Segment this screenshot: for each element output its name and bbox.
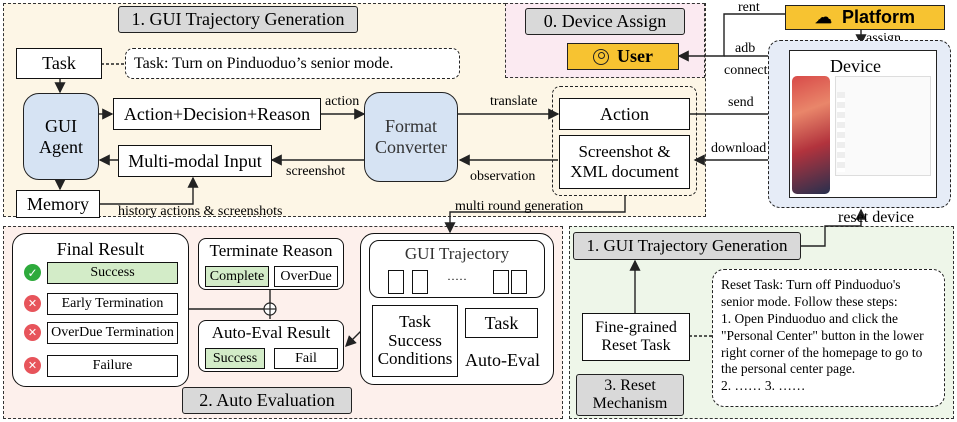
fine-grained-reset-box: Fine-grained Reset Task bbox=[582, 313, 690, 361]
reset-mechanism-title: 3. Reset Mechanism bbox=[576, 374, 684, 416]
task-text-box: Task: Turn on Pinduoduo’s senior mode. bbox=[125, 48, 460, 79]
trajectory-ellipsis: ····· bbox=[447, 272, 467, 286]
history-label: history actions & screenshots bbox=[118, 204, 283, 219]
gui-agent-node: GUI Agent bbox=[23, 93, 99, 180]
download-label: download bbox=[711, 141, 767, 156]
platform-label: Platform bbox=[841, 7, 915, 27]
auto-eval-label: Auto-Eval bbox=[465, 350, 540, 370]
trajectory-step-2 bbox=[412, 270, 428, 294]
overdue-box: OverDue bbox=[274, 266, 338, 287]
auto-eval-fail-box: Fail bbox=[274, 348, 338, 369]
cloud-icon: ☁ bbox=[814, 7, 832, 27]
result-failure: Failure bbox=[47, 355, 178, 377]
trajectory-step-1 bbox=[388, 270, 404, 294]
terminate-reason-title: Terminate Reason bbox=[209, 241, 333, 260]
reset-task-text: Reset Task: Turn off Pinduoduo's senior … bbox=[712, 269, 945, 407]
trajectory-step-3 bbox=[493, 270, 509, 294]
task-box: Task bbox=[16, 48, 102, 79]
format-converter-node: Format Converter bbox=[364, 92, 458, 182]
tablet-toolbar bbox=[837, 92, 845, 172]
action-label: action bbox=[325, 94, 360, 109]
result-success: Success bbox=[47, 262, 178, 284]
screenshot-xml-box: Screenshot & XML document bbox=[559, 135, 690, 189]
user-label: User bbox=[617, 46, 653, 66]
eval-task-box: Task bbox=[465, 308, 538, 338]
action-decision-reason-box: Action+Decision+Reason bbox=[113, 98, 321, 130]
result-early-termination: Early Termination bbox=[47, 293, 178, 315]
failure-x-icon: ✕ bbox=[24, 357, 41, 374]
auto-eval-success-box: Success bbox=[205, 348, 265, 369]
trajectory-step-4 bbox=[511, 270, 527, 294]
connect-label: connect bbox=[724, 63, 768, 78]
rent-label: rent bbox=[738, 0, 760, 15]
adb-label: adb bbox=[735, 41, 756, 56]
action-group-dashed bbox=[552, 86, 697, 196]
auto-eval-result-title: Auto-Eval Result bbox=[211, 323, 331, 342]
task-success-conditions-box: Task Success Conditions bbox=[372, 305, 458, 377]
memory-box: Memory bbox=[16, 190, 100, 218]
reset-device-label: reset device bbox=[838, 209, 914, 226]
device-label: Device bbox=[830, 56, 881, 76]
screenshot-label: screenshot bbox=[286, 164, 346, 179]
early-termination-x-icon: ✕ bbox=[24, 295, 41, 312]
device-assign-title: 0. Device Assign bbox=[525, 8, 685, 35]
multimodal-input-box: Multi-modal Input bbox=[118, 145, 272, 177]
platform-box: ☁ Platform bbox=[785, 5, 945, 30]
final-result-title: Final Result bbox=[56, 239, 145, 259]
auto-evaluation-title: 2. Auto Evaluation bbox=[182, 387, 352, 414]
complete-box: Complete bbox=[205, 266, 269, 287]
multi-round-label: multi round generation bbox=[455, 199, 584, 214]
success-check-icon: ✓ bbox=[24, 264, 41, 281]
send-label: send bbox=[728, 95, 754, 110]
phone-screenshot bbox=[792, 76, 830, 194]
generation-title: 1. GUI Trajectory Generation bbox=[118, 6, 358, 33]
observation-label: observation bbox=[470, 169, 536, 184]
tablet-content bbox=[835, 76, 931, 176]
user-icon bbox=[593, 48, 609, 65]
result-overdue-termination: OverDue Termination bbox=[47, 322, 178, 344]
gui-trajectory-title: GUI Trajectory bbox=[404, 244, 510, 263]
action-box: Action bbox=[559, 98, 690, 130]
translate-label: translate bbox=[490, 94, 538, 109]
overdue-termination-x-icon: ✕ bbox=[24, 324, 41, 341]
reset-generation-title: 1. GUI Trajectory Generation bbox=[573, 232, 801, 260]
user-box: User bbox=[567, 43, 679, 70]
